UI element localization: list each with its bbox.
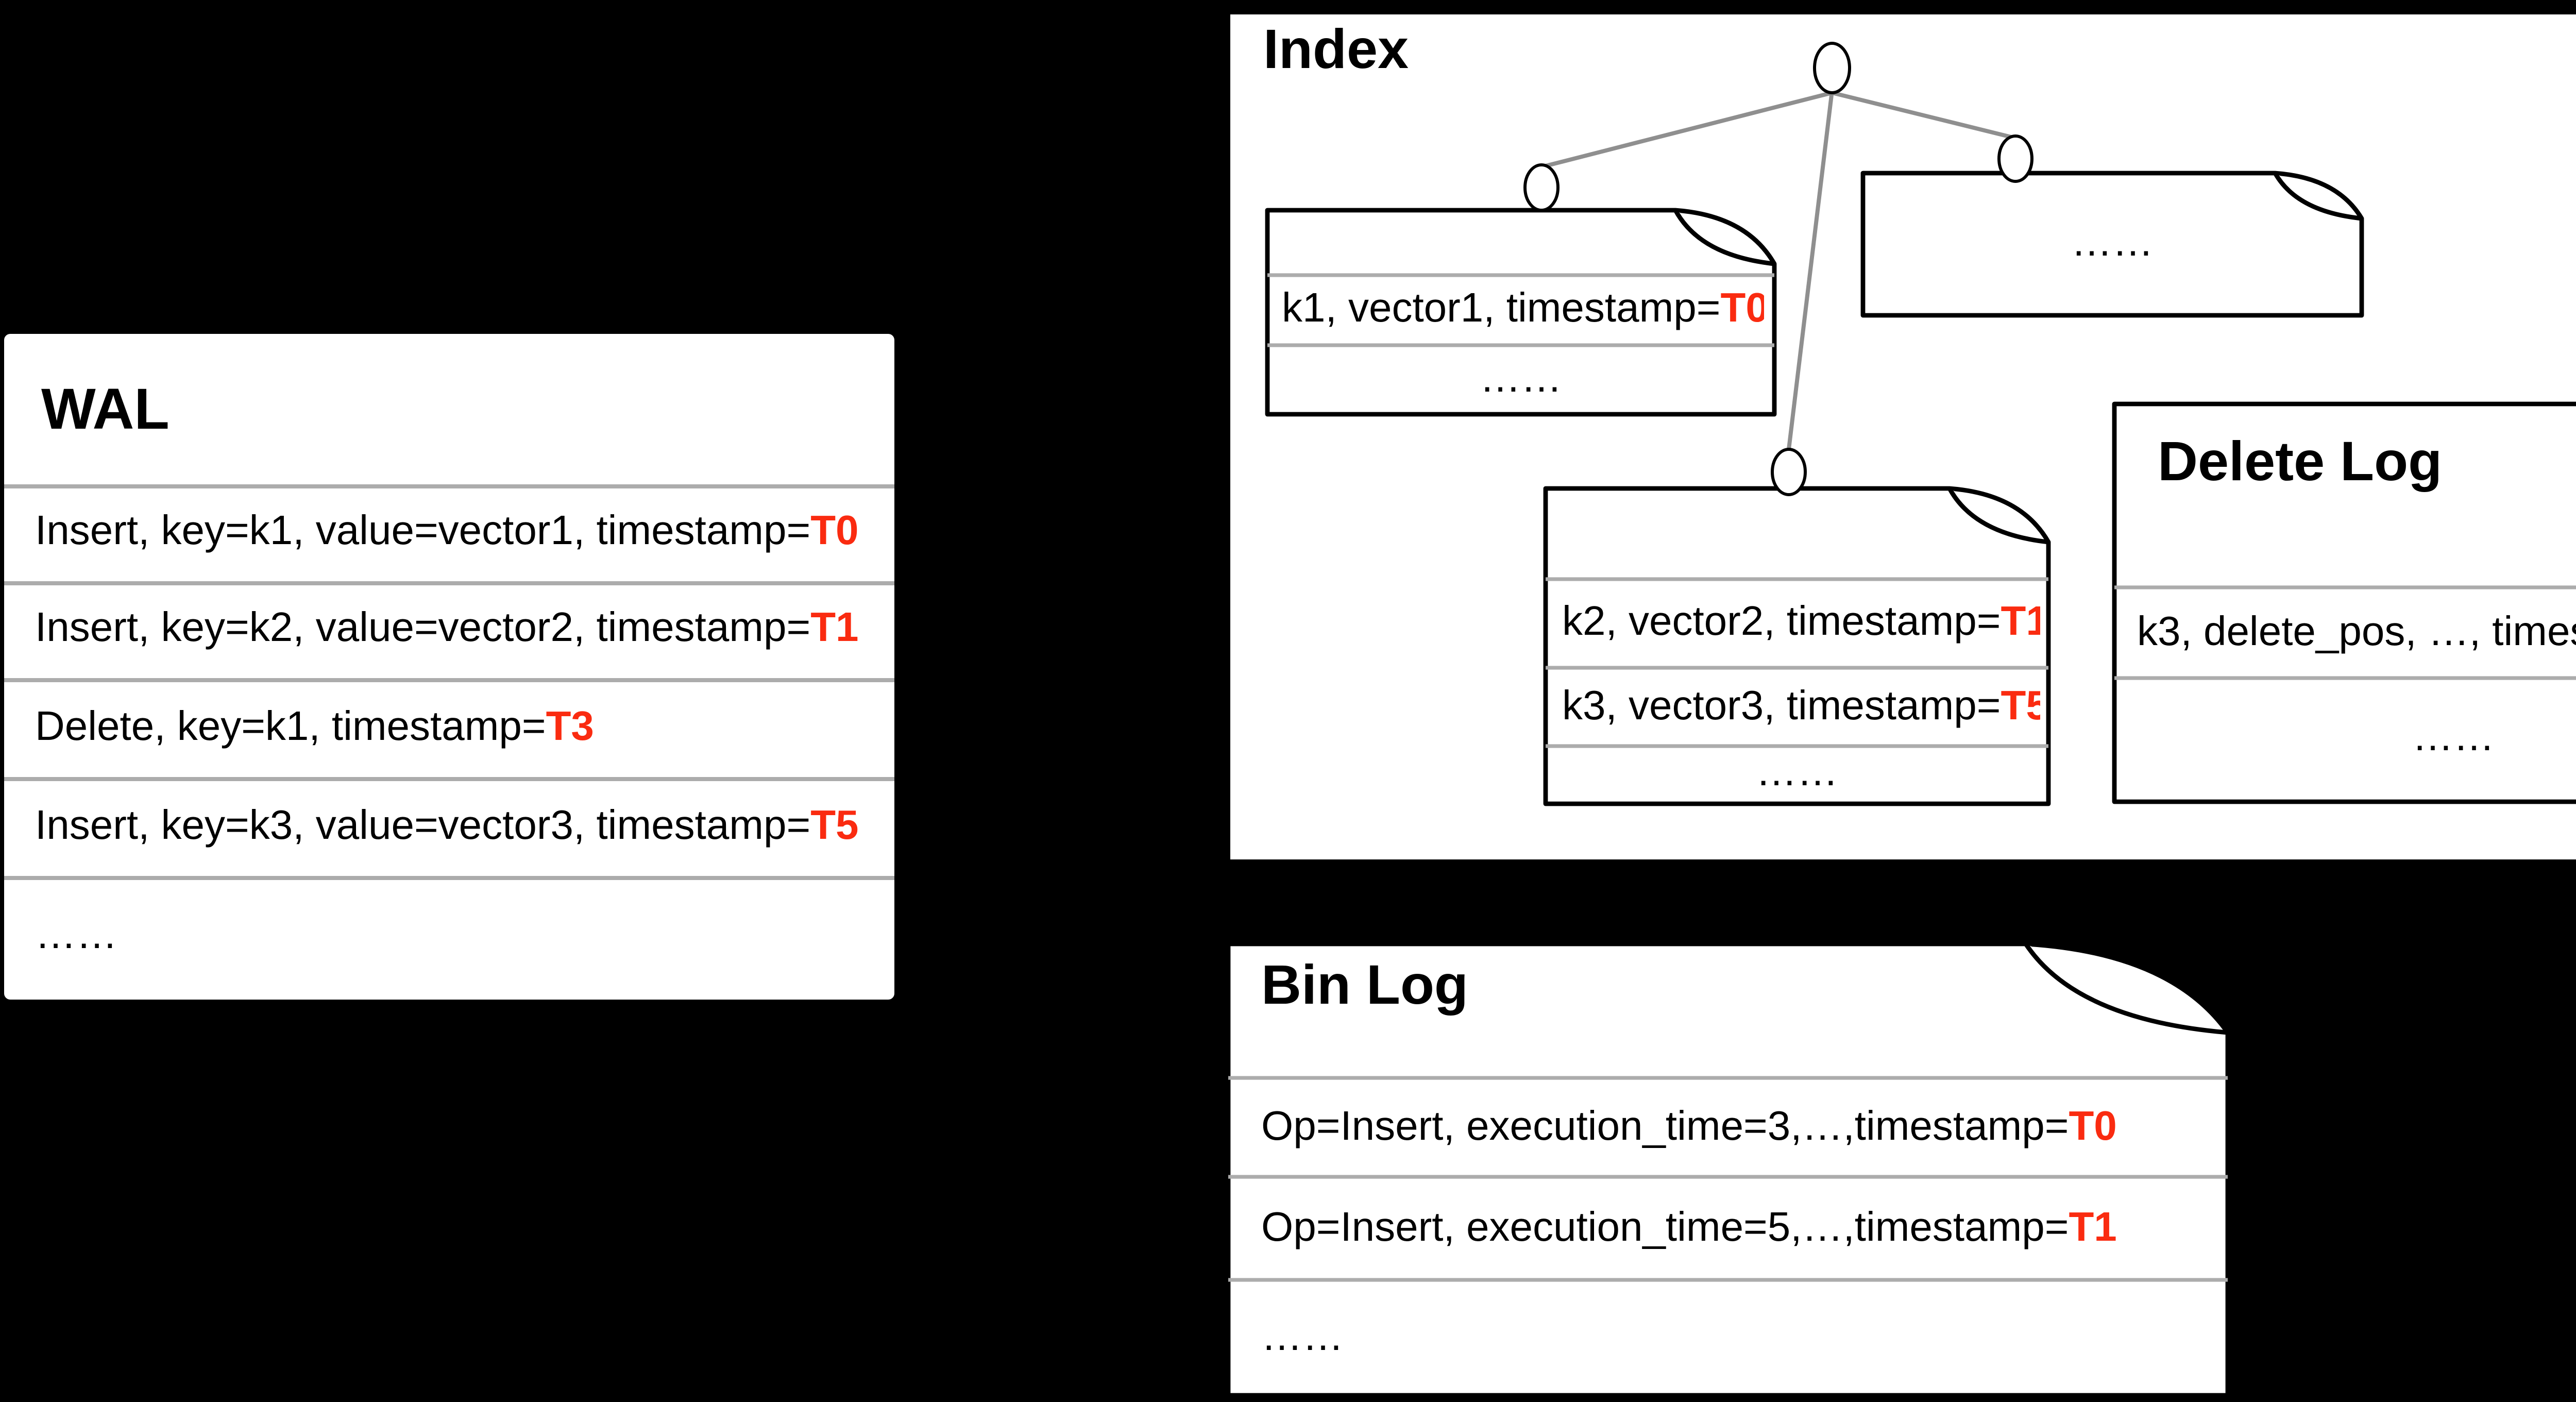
wal-row-text: Insert, key=k3, value=vector3, timestamp… xyxy=(35,803,811,848)
log-row-text: Op=Insert, execution_time=5,…,timestamp= xyxy=(1261,1205,2069,1250)
wal-row: Insert, key=k2, value=vector2, timestamp… xyxy=(35,581,880,678)
log-row-timestamp: T0 xyxy=(2069,1104,2117,1149)
doc-row-timestamp: T0 xyxy=(1720,286,1765,332)
log-row-timestamp: T1 xyxy=(2069,1205,2117,1250)
divider xyxy=(4,581,894,585)
doc-row-text: k2, vector2, timestamp= xyxy=(1562,600,2001,645)
doc-row-timestamp: T1 xyxy=(2001,600,2041,645)
bin-log-row: Op=Insert, execution_time=3,…,timestamp=… xyxy=(1261,1078,2209,1177)
bin-log-row: Op=Insert, execution_time=5,…,timestamp=… xyxy=(1261,1177,2209,1280)
index-doc2-row: k2, vector2, timestamp=T1 xyxy=(1562,579,2040,668)
wal-row-timestamp: T0 xyxy=(810,509,859,554)
doc-row-text: …… xyxy=(1756,750,1838,796)
delete-log-row: k3, delete_pos, …, timestamp=T3 xyxy=(2137,587,2576,678)
index-doc2-ellipsis: …… xyxy=(1546,746,2048,802)
divider xyxy=(4,777,894,781)
doc-row-text: …… xyxy=(1480,356,1562,401)
index-doc2-row: k3, vector3, timestamp=T5 xyxy=(1562,668,2040,746)
wal-row-text: Delete, key=k1, timestamp= xyxy=(35,704,546,749)
delete-log-title: Delete Log xyxy=(2158,430,2443,492)
wal-title: WAL xyxy=(41,376,170,440)
log-row-text: …… xyxy=(1261,1314,1344,1359)
doc-row-text: k1, vector1, timestamp= xyxy=(1282,286,1721,332)
wal-row: Insert, key=k3, value=vector3, timestamp… xyxy=(35,777,880,876)
wal-row-ellipsis: …… xyxy=(35,876,880,995)
divider xyxy=(4,876,894,880)
wal-box: WAL Insert, key=k1, value=vector1, times… xyxy=(4,334,894,1000)
wal-row-timestamp: T1 xyxy=(810,606,859,651)
divider xyxy=(4,484,894,488)
index-doc1-row: k1, vector1, timestamp=T0 xyxy=(1282,275,1764,345)
index-doc1-ellipsis: …… xyxy=(1267,345,1774,413)
wal-row-text: Insert, key=k1, value=vector1, timestamp… xyxy=(35,509,811,554)
divider xyxy=(4,678,894,682)
bin-log-title: Bin Log xyxy=(1261,953,1468,1015)
log-row-text: …… xyxy=(2412,715,2495,761)
wal-row-text: Insert, key=k2, value=vector2, timestamp… xyxy=(35,606,811,651)
doc-row-text: k3, vector3, timestamp= xyxy=(1562,683,2001,729)
wal-row-timestamp: T5 xyxy=(810,803,859,848)
wal-row: Delete, key=k1, timestamp=T3 xyxy=(35,678,880,777)
log-row-text: Op=Insert, execution_time=3,…,timestamp= xyxy=(1261,1104,2069,1149)
log-row-text: k3, delete_pos, …, timestamp= xyxy=(2137,609,2576,654)
index-doc3-ellipsis: …… xyxy=(1863,173,2362,315)
wal-row-timestamp: T3 xyxy=(546,704,594,749)
doc-row-timestamp: T5 xyxy=(2001,683,2041,729)
bin-log-ellipsis: …… xyxy=(1261,1280,2209,1395)
delete-log-ellipsis: …… xyxy=(2114,678,2576,800)
doc-row-text: …… xyxy=(2071,221,2154,266)
wal-row-text: …… xyxy=(35,912,117,957)
index-title: Index xyxy=(1263,18,1409,79)
wal-row: Insert, key=k1, value=vector1, timestamp… xyxy=(35,484,880,581)
